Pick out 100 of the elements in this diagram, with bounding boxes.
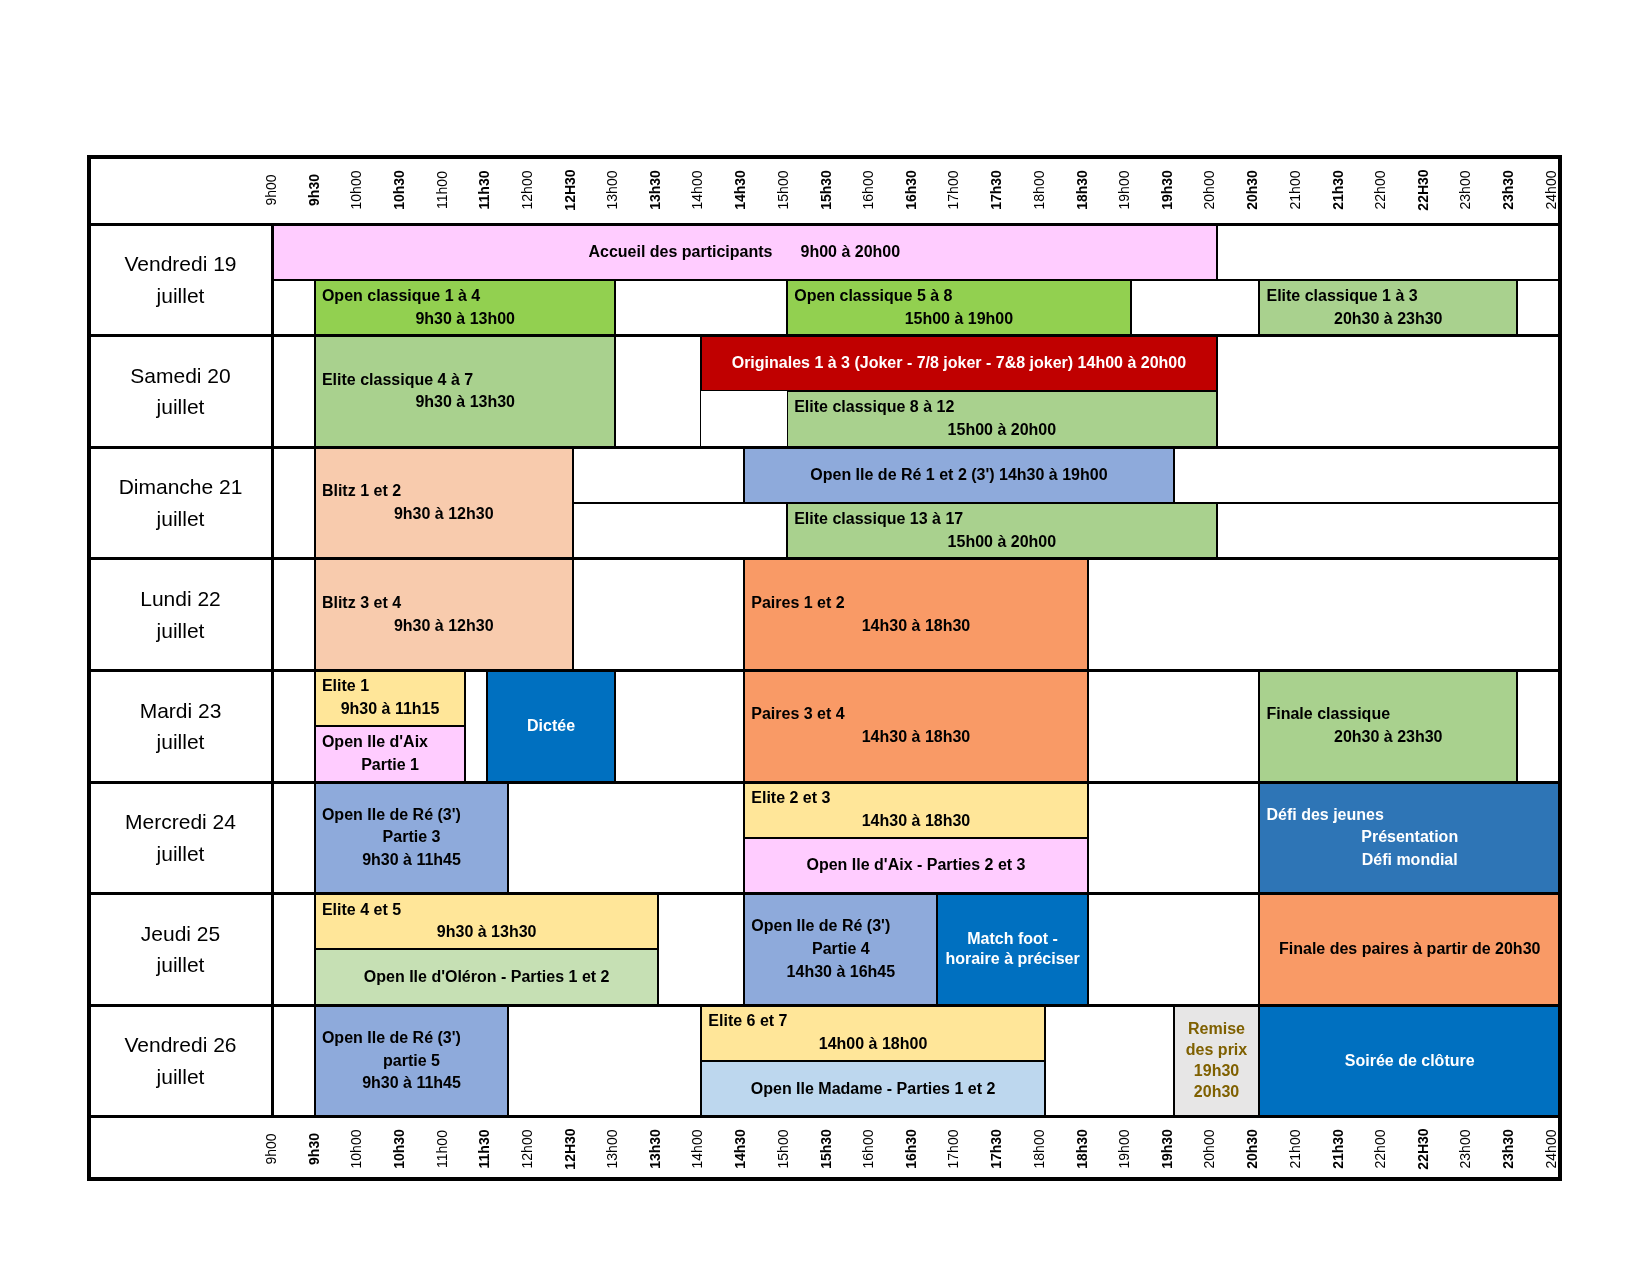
event-text: Elite classique 8 à 12: [794, 397, 956, 418]
event-text: Open Ile d'Oléron - Parties 1 et 2: [362, 966, 611, 987]
time-tick: 17h30: [988, 1129, 1005, 1169]
event-block: [701, 1061, 1045, 1117]
event-text: 9h30 à 11h45: [361, 850, 462, 871]
event-block: [1259, 279, 1518, 336]
event-text: Défi mondial: [1360, 850, 1459, 871]
event-text: Partie 4: [810, 939, 871, 959]
event-text: Paires 3 et 4: [751, 704, 846, 725]
event-text: 9h30 à 13h30: [414, 392, 516, 413]
event-text: Elite 6 et 7: [708, 1011, 789, 1032]
time-tick: 19h00: [1116, 1129, 1133, 1169]
time-tick: 23h00: [1457, 170, 1474, 209]
time-tick: 22h00: [1372, 170, 1389, 209]
event-text: 14h30 à 16h45: [785, 961, 897, 982]
time-tick: 21h30: [1329, 1129, 1346, 1169]
event-text: Présentation: [1360, 827, 1460, 848]
event-block: [1259, 670, 1518, 782]
day-label: Jeudi 25 juillet: [139, 920, 222, 979]
time-tick: 18h00: [1031, 170, 1047, 209]
time-tick: 16h00: [860, 1129, 877, 1169]
time-tick: 19h30: [1159, 1129, 1175, 1169]
time-tick: 14h00: [689, 170, 706, 209]
time-tick: 20h00: [1201, 1129, 1218, 1169]
event-text: Accueil des participants: [588, 241, 773, 262]
time-tick: 17h30: [988, 169, 1005, 210]
event-text: Finale classique: [1266, 704, 1392, 725]
day-label: Mardi 23 juillet: [138, 697, 223, 756]
event-block: [314, 782, 509, 894]
time-tick: 13h00: [604, 1129, 621, 1169]
event-text: Open Ile Madame - Parties 1 et 2: [749, 1078, 997, 1099]
event-text: Elite 1: [321, 676, 371, 697]
time-tick: 15h30: [817, 1129, 834, 1169]
event-block: [314, 949, 659, 1006]
event-text: Elite 4 et 5: [321, 899, 403, 920]
event-text: Elite classique 1 à 3: [1266, 285, 1419, 306]
event-block: [701, 335, 1217, 392]
event-block: [1173, 1005, 1260, 1117]
event-text: Finale des paires à partir de 20h30: [1278, 939, 1542, 959]
event-text: 9h30 à 12h30: [392, 615, 495, 636]
time-tick: 23h00: [1457, 1129, 1474, 1169]
time-tick: 16h30: [903, 169, 919, 210]
time-tick: 15h00: [775, 1129, 791, 1169]
event-text: 9h30 à 11h45: [361, 1073, 462, 1094]
event-block: [744, 447, 1174, 503]
time-tick: 21h30: [1329, 169, 1346, 210]
time-tick: 12h00: [519, 170, 535, 209]
time-tick: 18h30: [1073, 1129, 1090, 1169]
event-block: [787, 279, 1131, 336]
time-tick: 22h00: [1372, 1129, 1389, 1169]
event-text: 9h30 à 11h15: [339, 699, 441, 720]
time-tick: 13h00: [604, 170, 621, 209]
time-tick: 11h00: [433, 1129, 450, 1168]
event-text: Open Ile de Ré 1 et 2 (3') 14h30 à 19h00: [809, 464, 1109, 485]
time-tick: 21h00: [1287, 1129, 1303, 1169]
time-tick: 10h30: [391, 1129, 407, 1169]
time-tick: 11h30: [476, 170, 493, 209]
day-label: Samedi 20 juillet: [129, 362, 232, 421]
time-tick: 24h00: [1543, 1129, 1559, 1169]
time-tick: 12H30: [561, 168, 578, 211]
time-tick: 12H30: [561, 1128, 578, 1170]
time-tick: 14h30: [732, 169, 749, 210]
event-text: Elite classique 13 à 17: [794, 509, 965, 530]
event-text: Soirée de clôture: [1343, 1050, 1476, 1071]
event-block: [701, 1005, 1045, 1061]
event-block: [744, 837, 1088, 894]
time-tick: 18h30: [1073, 169, 1090, 210]
event-text: Open classique 5 à 8: [794, 285, 954, 306]
event-text: 15h00 à 20h00: [946, 531, 1058, 552]
time-tick: 10h00: [348, 170, 365, 209]
time-tick: 14h00: [689, 1129, 706, 1169]
time-tick: 10h00: [348, 1129, 365, 1169]
event-text: Open Ile d'Aix: [321, 732, 429, 753]
event-block: [314, 1005, 509, 1117]
event-text: 15h00 à 19h00: [903, 308, 1015, 329]
time-tick: 13h30: [647, 169, 663, 210]
event-block: [314, 726, 466, 782]
event-text: Défi des jeunes: [1266, 804, 1385, 825]
time-tick: 21h00: [1287, 170, 1303, 209]
event-text: Originales 1 à 3 (Joker - 7/8 joker - 7&8 joker) 14h00 à 20h00: [730, 353, 1188, 374]
event-text: 14h30 à 18h30: [860, 615, 972, 636]
time-tick: 22H30: [1415, 168, 1431, 211]
time-tick: 24h00: [1543, 170, 1559, 209]
event-text: Match foot - horaire à préciser: [944, 928, 1081, 970]
event-block: [1259, 1005, 1560, 1117]
event-text: 9h30 à 13h30: [435, 922, 538, 943]
event-text: Blitz 1 et 2: [321, 481, 403, 502]
event-text: 20h30 à 23h30: [1333, 308, 1444, 329]
event-text: 14h30 à 18h30: [860, 727, 972, 748]
event-text: 9h30 à 12h30: [392, 504, 495, 524]
day-label: Lundi 22 juillet: [139, 586, 222, 644]
time-tick: 19h30: [1159, 169, 1175, 210]
event-block: [744, 782, 1088, 838]
event-block: [314, 558, 573, 671]
event-text: partie 5: [382, 1050, 441, 1071]
event-text: 14h00 à 18h00: [817, 1034, 929, 1055]
time-tick: 9h30: [305, 173, 322, 206]
time-tick: 9h30: [305, 1132, 322, 1165]
time-tick: 23h30: [1500, 169, 1517, 210]
day-label: Vendredi 26 juillet: [123, 1032, 238, 1090]
